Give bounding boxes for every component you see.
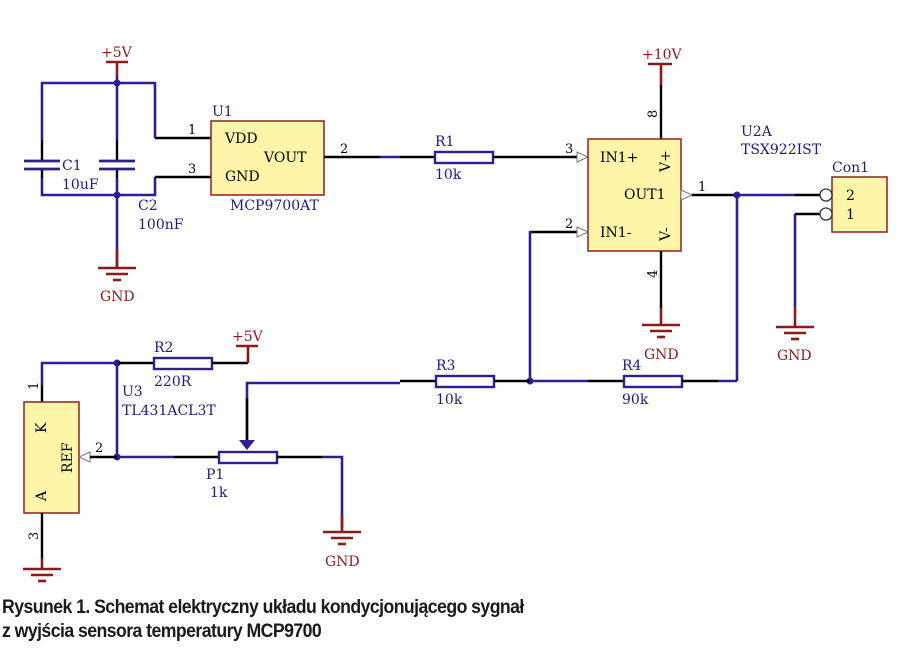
u1-pin-number-vout: 2 (340, 142, 348, 157)
schematic: +5V C1 10uF C2 100nF GND (23, 45, 888, 583)
c1-value: 10uF (62, 177, 99, 193)
capacitor-c2: C2 100nF (99, 159, 184, 233)
c2-ref: C2 (138, 198, 158, 214)
u2-ref: U2A (741, 124, 773, 140)
u2-pin-in-minus: IN1- (600, 225, 632, 241)
power-port-5v-top: +5V (101, 45, 133, 76)
con1-pin-label-2: 2 (846, 188, 855, 204)
decoupling-network (40, 76, 157, 267)
u1-pin-vdd: VDD (224, 131, 258, 147)
reference-u3: 1 K REF A 2 U3 TL431ACL3T 3 (23, 382, 216, 583)
p1-body (217, 450, 279, 465)
input-arrow-icon (576, 151, 590, 163)
junction-dot (113, 79, 121, 87)
net-vout: R1 10k (324, 134, 590, 183)
gnd-label: GND (777, 348, 812, 364)
u2-pin-vminus: V- (658, 227, 674, 242)
u1-pin-gnd: GND (225, 169, 260, 185)
p1-value: 1k (210, 485, 228, 501)
input-arrow-icon (77, 451, 91, 463)
u2-pin-in-plus: IN1+ (600, 150, 638, 166)
con1-ref: Con1 (832, 160, 869, 176)
ground-symbol-p1: GND (323, 515, 361, 570)
c1-ref: C1 (62, 158, 82, 174)
connector-con1: Con1 2 1 (819, 160, 888, 233)
u3-ref: U3 (122, 384, 143, 400)
power-label-10v: +10V (642, 47, 683, 63)
con1-pin-label-1: 1 (846, 207, 855, 223)
power-label-5v-bottom: +5V (232, 329, 264, 345)
opamp-u2a: +10V 8 3 2 IN1+ IN1- OUT1 V+ V- 4 GND U2… (565, 47, 822, 363)
power-label-5v-top: +5V (101, 45, 133, 61)
gnd-label: GND (325, 554, 360, 570)
u3-pin-number-ref: 2 (95, 441, 103, 456)
u2-pin-number-vminus: 4 (646, 270, 661, 278)
u3-pin-a: A (34, 490, 50, 502)
input-arrow-icon (576, 226, 590, 238)
u2-body (587, 138, 682, 252)
u3-body (23, 401, 80, 514)
u3-part: TL431ACL3T (122, 403, 216, 419)
u1-ref: U1 (212, 104, 233, 120)
r1-value: 10k (435, 167, 462, 183)
u2-pin-out: OUT1 (624, 187, 666, 203)
u2-part: TSX922IST (741, 142, 822, 158)
wiper-arrow-icon (239, 440, 255, 450)
ground-symbol-con: GND (776, 307, 814, 364)
u2-pin-number-vplus: 8 (646, 110, 661, 118)
r2-ref: R2 (154, 340, 173, 356)
net-output: 1 (692, 180, 820, 381)
r1-ref: R1 (435, 134, 454, 150)
caption-line-1: Rysunek 1. Schemat elektryczny układu ko… (2, 597, 524, 618)
u1-pin-vout: VOUT (263, 150, 307, 166)
capacitor-c1: C1 10uF (24, 158, 99, 193)
u1-pin-number-vdd: 1 (188, 123, 196, 138)
r2-value: 220R (154, 374, 192, 390)
p1-ref: P1 (206, 467, 224, 483)
r4-ref: R4 (622, 358, 642, 374)
sensor-u1: U1 MCP9700AT 1 3 2 VDD VOUT GND (155, 104, 348, 214)
gnd-label: GND (100, 289, 135, 305)
c2-value: 100nF (138, 217, 184, 233)
resistor-r2 (152, 356, 214, 371)
u2-pin-number-out: 1 (698, 180, 706, 195)
u3-pin-number-a: 3 (27, 532, 42, 540)
u3-pin-number-k: 1 (27, 382, 42, 390)
u1-pin-number-gnd: 3 (188, 162, 196, 177)
caption-line-2: z wyjścia sensora temperatury MCP9700 (2, 621, 322, 642)
junction-dot (113, 191, 121, 199)
net-reference: R2 220R +5V (40, 329, 264, 461)
potentiometer-p1: P1 1k (117, 398, 344, 528)
net-feedback (526, 226, 590, 385)
con1-pin-1[interactable] (819, 207, 833, 221)
u2-pin-number-in-plus: 3 (565, 142, 573, 157)
u2-pin-number-in-minus: 2 (565, 217, 573, 232)
u2-pin-vplus: V+ (658, 150, 674, 173)
output-arrow-icon (680, 189, 694, 201)
con1-body (831, 176, 888, 233)
r3-value: 10k (436, 392, 463, 408)
ground-symbol-c: GND (98, 250, 136, 305)
resistor-r3 (434, 374, 496, 389)
r3-ref: R3 (436, 358, 455, 374)
con1-pin-2[interactable] (819, 188, 833, 202)
r4-value: 90k (622, 392, 649, 408)
resistor-r1 (433, 150, 495, 165)
resistor-r4 (622, 374, 684, 389)
gnd-label: GND (644, 347, 679, 363)
net-gain: R3 10k R4 90k (245, 358, 737, 447)
figure-caption: Rysunek 1. Schemat elektryczny układu ko… (2, 596, 524, 644)
u1-part: MCP9700AT (230, 198, 319, 214)
u3-pin-ref: REF (60, 442, 76, 473)
u3-pin-k: K (34, 422, 50, 433)
